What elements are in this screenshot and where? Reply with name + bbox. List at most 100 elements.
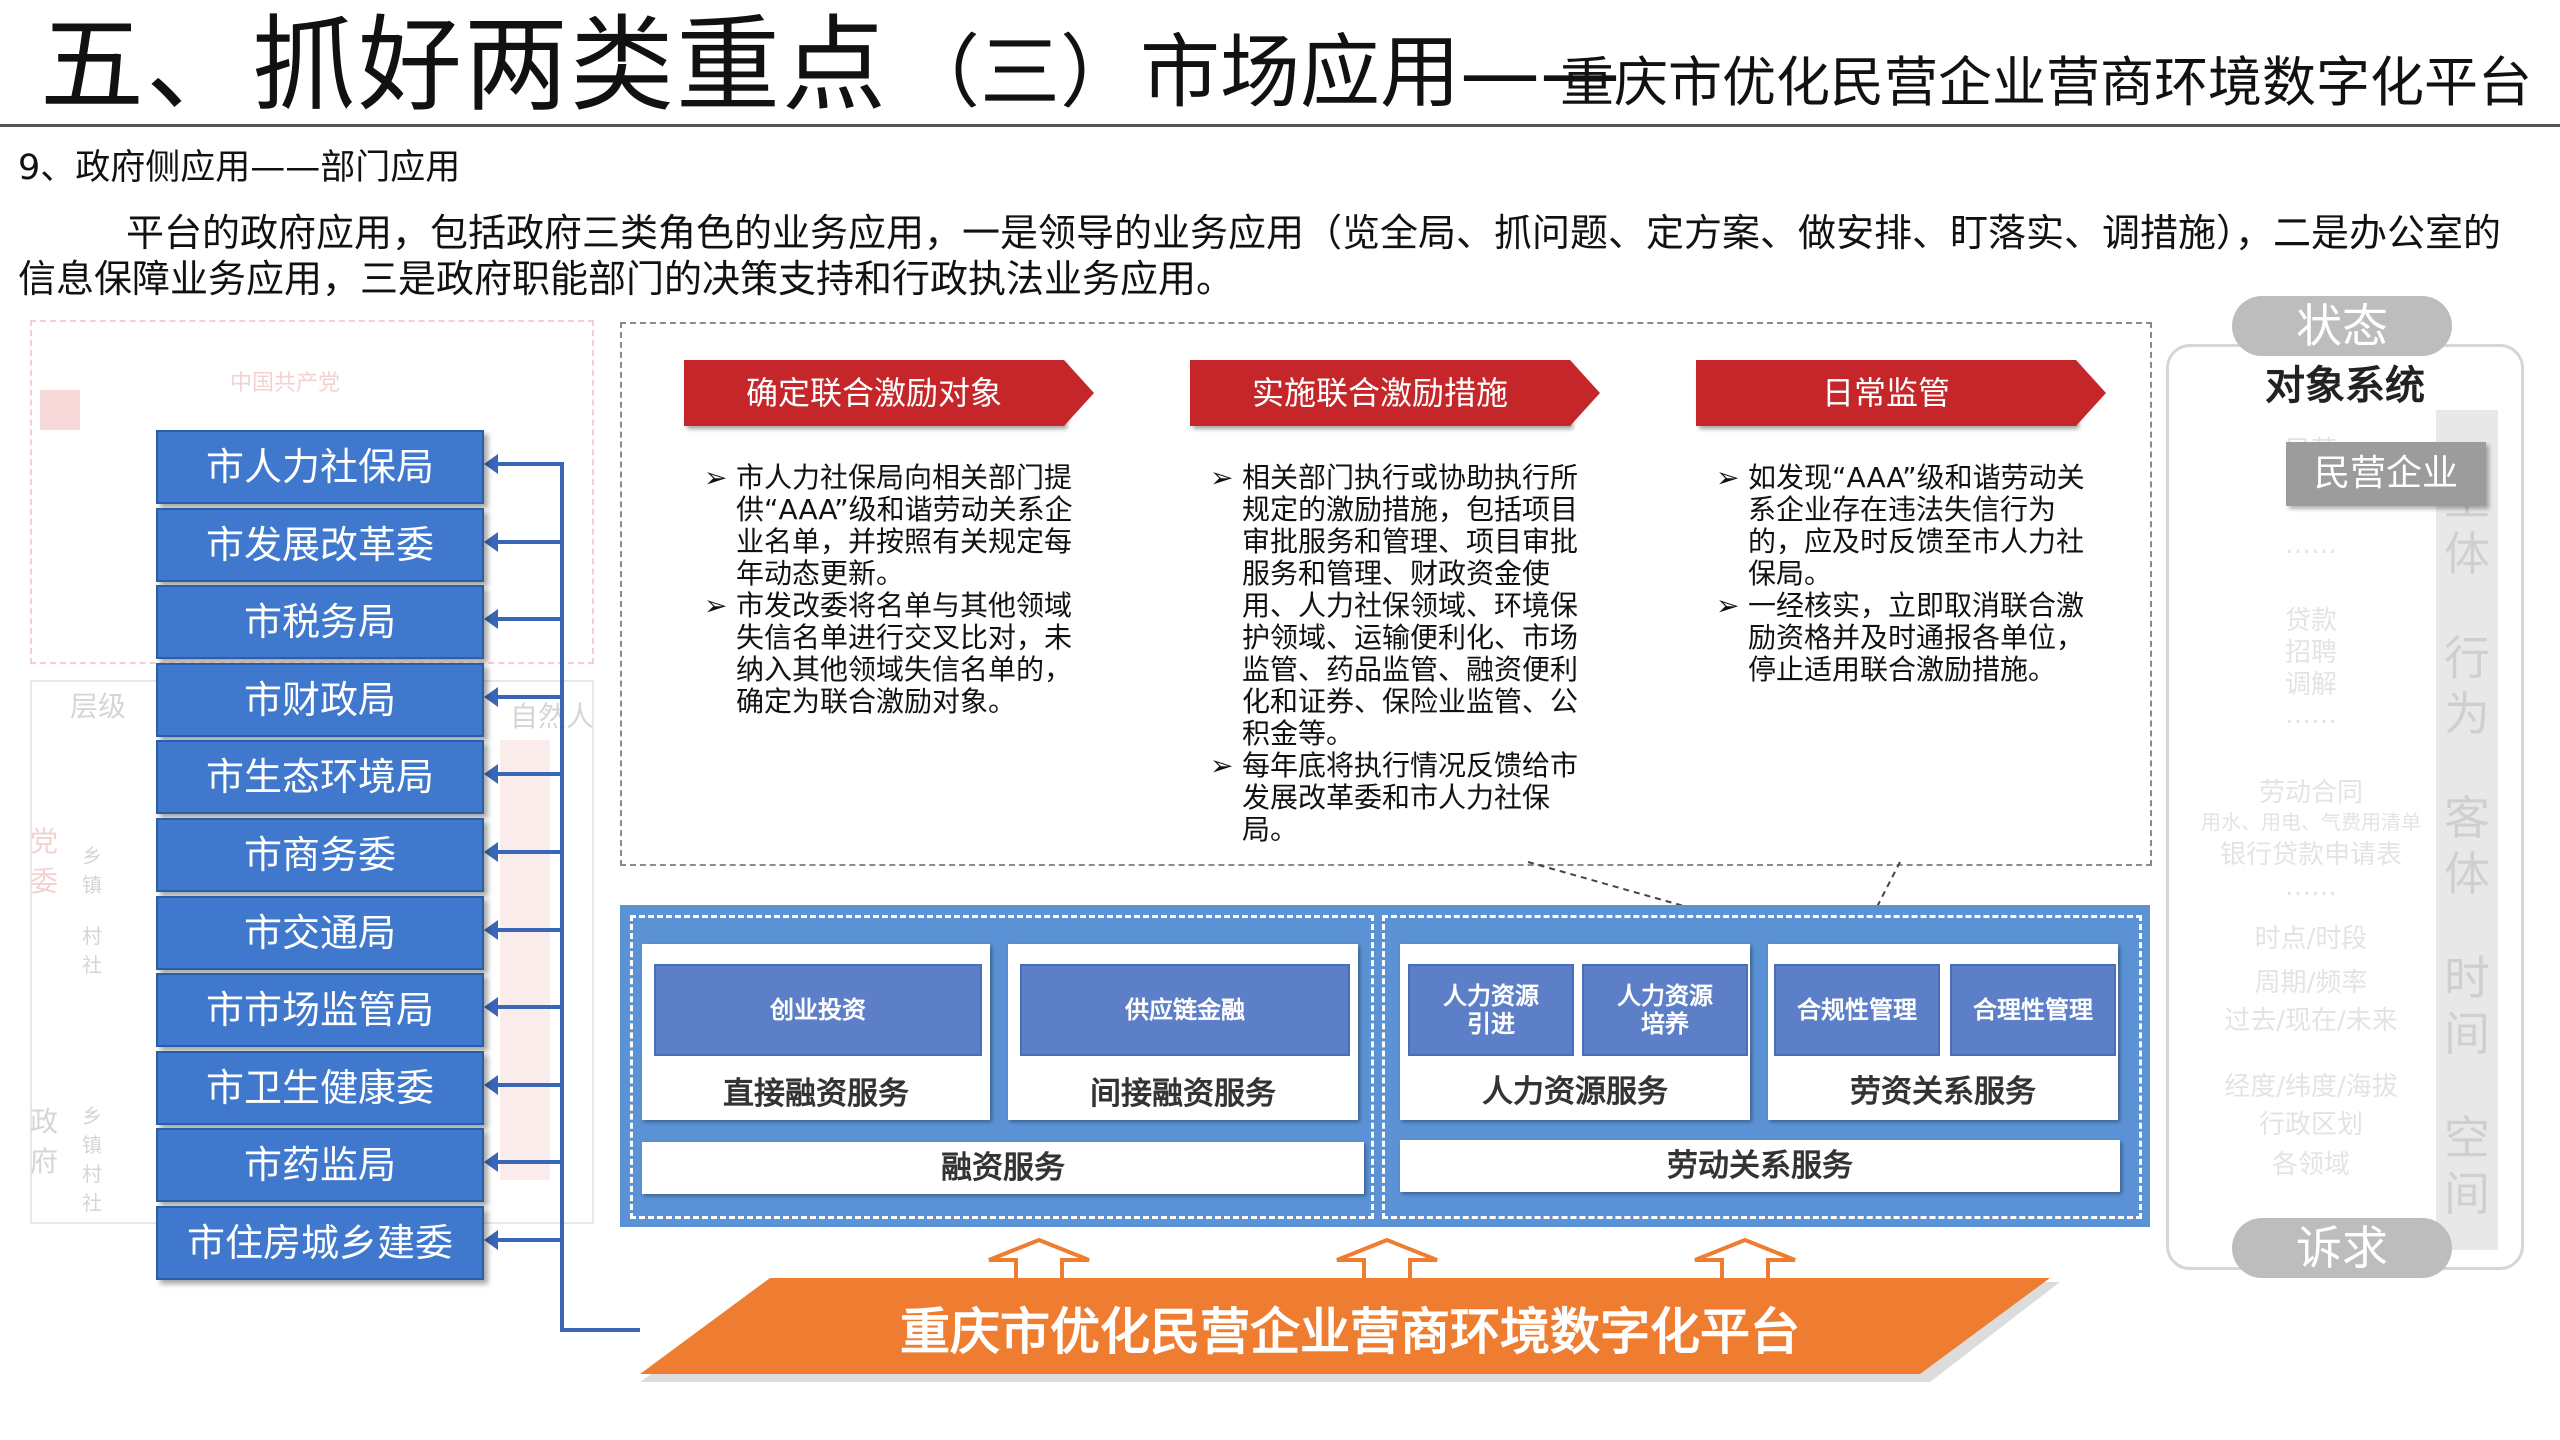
platform-label: 重庆市优化民营企业营商环境数字化平台 [900,1303,1800,1361]
step-banner-1: 确定联合激励对象 [684,360,1094,426]
appeal-pill: 诉求 [2232,1218,2452,1278]
connector-horizontal [494,772,562,776]
faded-side-label: 时间 [2444,951,2490,1061]
connector-horizontal [494,695,562,699]
arrowhead-icon [484,1230,498,1250]
bullet-item: ➢如发现“AAA”级和谐劳动关系企业存在违法失信行为的，应及时反馈至市人力社保局… [1716,462,2106,590]
faded-label-level: 层级 [70,690,127,723]
faded-text: 各领域 [2271,1150,2350,1180]
faded-side-label: 空间 [2444,1111,2490,1221]
arrowhead-icon [484,687,498,707]
banner-bar [684,360,1064,426]
department-box: 市商务委 [156,818,484,892]
faded-side-label: 客体 [2444,791,2490,901]
connector-horizontal [494,1083,562,1087]
department-box: 市财政局 [156,663,484,737]
connector-horizontal [494,850,562,854]
step-banner-3: 日常监管 [1696,360,2106,426]
step-banner-2: 实施联合激励措施 [1190,360,1600,426]
connector-horizontal [494,617,562,621]
band-financing-services: 融资服务 [642,1142,1364,1194]
platform-base [640,1278,2060,1382]
bullet-text: 每年底将执行情况反馈给市发展改革委和市人力社保局。 [1242,749,1579,846]
connector-to-platform [560,1328,640,1332]
step-title: 实施联合激励措施 [1251,374,1508,412]
connector-horizontal [494,462,562,466]
bullet-text: 一经核实，立即取消联合激励资格并及时通报各单位，停止适用联合激励措施。 [1748,589,2085,686]
department-box: 市生态环境局 [156,740,484,814]
connector-horizontal [494,1238,562,1242]
faded-text: 劳动合同 [2258,778,2363,808]
card-label: 间接融资服务 [1090,1076,1276,1112]
band-labor-services: 劳动关系服务 [1400,1140,2120,1192]
faded-text: 经度/纬度/海拔 [2224,1072,2398,1102]
chip-compliance-management: 合规性管理 [1774,964,1940,1056]
department-box: 市卫生健康委 [156,1051,484,1125]
step-title: 确定联合激励对象 [745,374,1002,412]
chip-rationality-management: 合理性管理 [1950,964,2116,1056]
bullet-item: ➢市人力社保局向相关部门提供“AAA”级和谐劳动关系企业名单，并按照有关规定每年… [704,462,1094,590]
faded-text: …… [2285,872,2337,902]
faded-side-strip [2436,410,2498,1250]
arrowhead-icon [484,454,498,474]
faded-text: 调解 [2284,670,2337,700]
faded-text: 周期/频率 [2254,968,2368,998]
bullet-text: 相关部门执行或协助执行所规定的激励措施，包括项目审批服务和管理、项目审批服务和管… [1242,461,1579,750]
faded-label-gov: 政府 [30,1105,59,1178]
connector-horizontal [494,1160,562,1164]
faded-text: 行政区划 [2258,1110,2363,1140]
connector-horizontal [494,928,562,932]
financing-group-border [630,915,1374,1219]
faded-text: 过去/现在/未来 [2224,1006,2398,1036]
bullet-arrow-icon: ➢ [1210,749,1234,782]
bullet-text: 如发现“AAA”级和谐劳动关系企业存在违法失信行为的，应及时反馈至市人力社保局。 [1748,461,2085,590]
arrowhead-icon [484,1075,498,1095]
department-box: 市税务局 [156,585,484,659]
faded-side-label: 行为 [2444,631,2490,741]
banner-arrow-tip [2076,360,2106,426]
bullet-item: ➢一经核实，立即取消联合激励资格并及时通报各单位，停止适用联合激励措施。 [1716,590,2106,686]
faded-text: …… [2285,700,2337,730]
step-3-bullets: ➢如发现“AAA”级和谐劳动关系企业存在违法失信行为的，应及时反馈至市人力社保局… [1716,462,2106,686]
section-heading: 9、政府侧应用——部门应用 [18,148,461,188]
step-1-bullets: ➢市人力社保局向相关部门提供“AAA”级和谐劳动关系企业名单，并按照有关规定每年… [704,462,1094,718]
faded-label-town: 乡镇 [82,844,102,897]
bullet-item: ➢相关部门执行或协助执行所规定的激励措施，包括项目审批服务和管理、项目审批服务和… [1210,462,1600,750]
department-box: 市市场监管局 [156,973,484,1047]
banner-arrow-tip [1064,360,1094,426]
faded-block [500,740,550,1180]
bullet-arrow-icon: ➢ [1210,461,1234,494]
bullet-text: 市人力社保局向相关部门提供“AAA”级和谐劳动关系企业名单，并按照有关规定每年动… [736,461,1073,590]
faded-text: 银行贷款申请表 [2219,840,2402,870]
arrowhead-icon [484,609,498,629]
card-label: 直接融资服务 [723,1076,909,1112]
faded-label-village: 村社 [82,924,102,977]
bullet-item: ➢市发改委将名单与其他领域失信名单进行交叉比对，未纳入其他领域失信名单的，确定为… [704,590,1094,718]
chip-talent-introduction: 人力资源 引进 [1408,964,1574,1056]
faded-label-town-village: 乡镇村社 [82,1104,102,1215]
intro-paragraph: 平台的政府应用，包括政府三类角色的业务应用，一是领导的业务应用（览全局、抓问题、… [18,211,2502,301]
page-title: 五、抓好两类重点 [40,4,889,126]
bullet-text: 市发改委将名单与其他领域失信名单进行交叉比对，未纳入其他领域失信名单的，确定为联… [736,589,1073,718]
card-label: 劳资关系服务 [1850,1074,2036,1110]
bullet-arrow-icon: ➢ [704,461,728,494]
faded-text: 贷款 [2284,606,2337,636]
bullet-arrow-icon: ➢ [704,589,728,622]
faded-text: 招聘 [2284,638,2337,668]
faded-background-diagram: 中国共产党 层级 自然人 党委 政府 乡镇 村社 乡镇村社 [30,320,600,1260]
banner-bar [1190,360,1570,426]
department-box: 市人力社保局 [156,430,484,504]
connector-horizontal [494,540,562,544]
card-label: 人力资源服务 [1482,1074,1668,1110]
arrowhead-icon [484,1152,498,1172]
department-box: 市发展改革委 [156,508,484,582]
private-enterprise-tag: 民营企业 [2286,442,2486,506]
faded-label-party: 党委 [30,825,59,898]
labor-group-border [1382,915,2142,1219]
chip-venture-capital: 创业投资 [654,964,982,1056]
title-divider [0,124,2560,127]
department-box: 市住房城乡建委 [156,1206,484,1280]
faded-block [40,390,80,430]
faded-text: 时点/时段 [2254,924,2368,954]
chip-talent-training: 人力资源 培养 [1582,964,1748,1056]
